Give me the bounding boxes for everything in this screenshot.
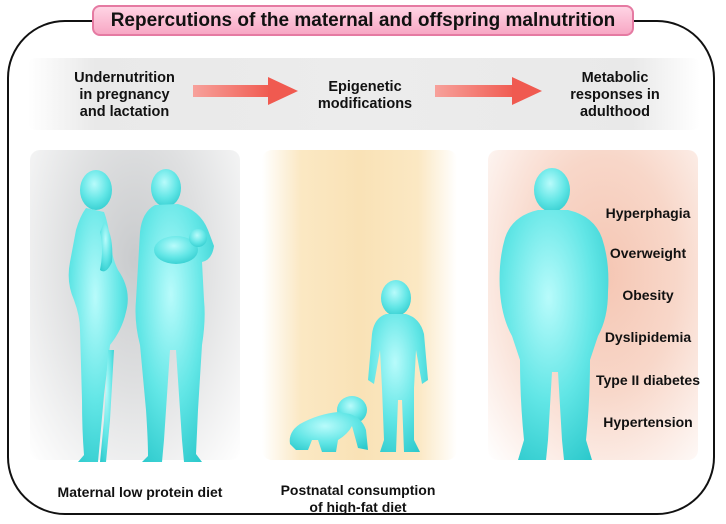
flow-band [28,58,700,130]
standing-child-icon [368,280,428,452]
response-obesity: Obesity [622,287,674,303]
response-overweight: Overweight [609,245,687,261]
caption-postnatal-line2: of high-fat diet [309,499,407,515]
response-dyslipidemia: Dyslipidemia [604,329,692,345]
flow-step-metabolic: Metabolic responses in adulthood [555,70,675,121]
flow-step2-line2: modifications [317,96,413,112]
caption-maternal: Maternal low protein diet [57,484,223,500]
flow-step2-line1: Epigenetic [328,79,402,95]
flow-step1-line3: and lactation [79,104,170,120]
flow-step-undernutrition: Undernutrition in pregnancy and lactatio… [62,70,187,121]
flow-step3-line3: adulthood [579,104,651,120]
flow-step1-line1: Undernutrition [74,70,175,86]
arrow-right-icon [435,77,542,105]
response-hypertension: Hypertension [603,414,693,430]
flow-step3-line2: responses in [570,87,660,103]
response-hyperphagia: Hyperphagia [605,205,691,221]
flow-step3-line1: Metabolic [581,70,649,86]
caption-postnatal-line1: Postnatal consumption [280,482,436,498]
obese-adult-icon [499,168,609,460]
response-type2-diabetes: Type II diabetes [596,372,700,388]
caption-postnatal: Postnatal consumption of high-fat diet [258,482,458,516]
flow-step1-line2: in pregnancy [79,87,170,103]
figure-title-text: Repercutions of the maternal and offspri… [110,9,616,31]
pregnant-woman-icon [68,170,128,462]
panel-maternal [30,150,240,460]
flow-step-epigenetic: Epigenetic modifications [300,79,430,113]
crawling-baby-icon [289,396,368,452]
arrow-right-icon [193,77,298,105]
figure-title: Repercutions of the maternal and offspri… [92,5,634,36]
mother-with-baby-icon [135,169,214,462]
